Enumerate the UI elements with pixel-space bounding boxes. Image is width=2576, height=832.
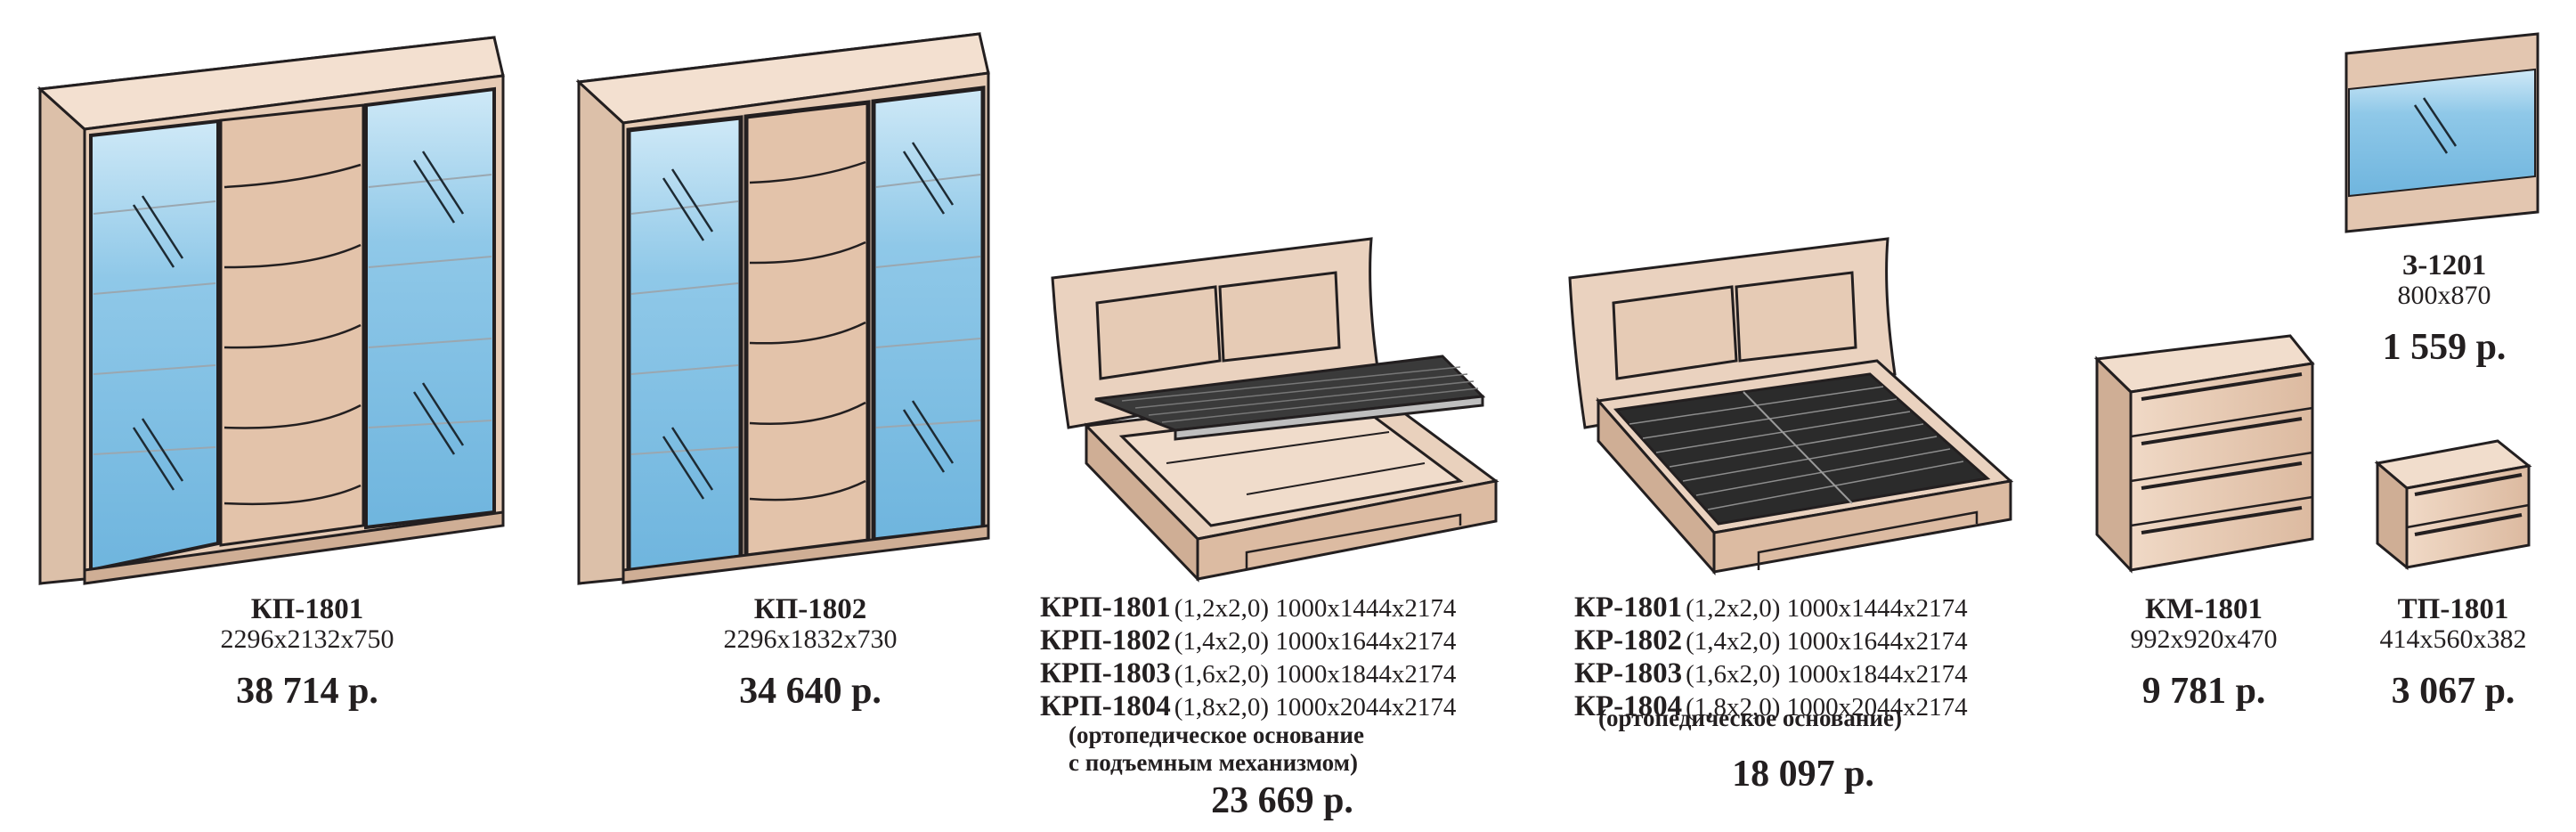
product-dims: 414х560х382 [2379, 624, 2527, 654]
product-name: КП-1802 [753, 593, 867, 625]
spec-row: КРП-1804 (1,8х2,0) 1000х2044х2174 [1040, 692, 1456, 725]
product-name: КП-1801 [250, 593, 364, 625]
product-code: КР-1801 [1574, 591, 1683, 624]
wardrobe-kp1801-image [37, 36, 505, 585]
bed-lift-note: (ортопедическое основание с подъемным ме… [1069, 722, 1364, 776]
spec-row: КР-1802 (1,4х2,0) 1000х1644х2174 [1574, 626, 1968, 659]
bed-kr-image [1568, 237, 2014, 575]
dresser-km1801-label: КМ-1801 992х920х470 9 781 р. [2092, 593, 2315, 712]
spec-row: КР-1801 (1,2х2,0) 1000х1444х2174 [1574, 593, 1968, 626]
wardrobe-kp1801-label: КП-1801 2296х2132х750 38 714 р. [169, 593, 445, 712]
product-code: КРП-1803 [1040, 657, 1171, 689]
product-size: (1,4х2,0) 1000х1644х2174 [1174, 627, 1457, 656]
wardrobe-kp1802-image [575, 32, 990, 585]
spec-row: КР-1803 (1,6х2,0) 1000х1844х2174 [1574, 659, 1968, 692]
product-size: (1,2х2,0) 1000х1444х2174 [1686, 594, 1968, 623]
mirror-z1201-image [2344, 32, 2539, 233]
product-size: (1,6х2,0) 1000х1844х2174 [1686, 660, 1968, 689]
mirror-z1201-label: З-1201 800х870 1 559 р. [2333, 249, 2556, 368]
product-price: 9 781 р. [2141, 671, 2266, 712]
product-code: КРП-1802 [1040, 624, 1171, 657]
product-dims: 2296х2132х750 [220, 624, 394, 654]
wardrobe-kp1802-label: КП-1802 2296х1832х730 34 640 р. [672, 593, 948, 712]
product-size: (1,6х2,0) 1000х1844х2174 [1174, 660, 1457, 689]
product-dims: 992х920х470 [2130, 624, 2278, 654]
product-size: (1,2х2,0) 1000х1444х2174 [1174, 594, 1457, 623]
product-size: (1,8х2,0) 1000х2044х2174 [1174, 693, 1457, 722]
product-name: З-1201 [2401, 249, 2487, 281]
spec-row: КРП-1801 (1,2х2,0) 1000х1444х2174 [1040, 593, 1456, 626]
product-name: КМ-1801 [2144, 593, 2263, 625]
note-line: (ортопедическое основание) [1598, 705, 1902, 731]
note-line: с подъемным механизмом) [1069, 749, 1359, 776]
bed-specs: КР-1801 (1,2х2,0) 1000х1444х2174 КР-1802… [1574, 593, 1968, 725]
bed-lift-krp-image [1051, 237, 1499, 583]
bed-lift-specs: КРП-1801 (1,2х2,0) 1000х1444х2174 КРП-18… [1040, 593, 1456, 725]
bed-note: (ортопедическое основание) [1598, 705, 1902, 731]
product-price: 34 640 р. [739, 671, 882, 712]
nightstand-tp1801-image [2374, 439, 2532, 571]
bed-lift-price: 23 669 р. [1211, 780, 1353, 821]
product-dims: 2296х1832х730 [723, 624, 898, 654]
spec-row: КРП-1803 (1,6х2,0) 1000х1844х2174 [1040, 659, 1456, 692]
nightstand-tp1801-label: ТП-1801 414х560х382 3 067 р. [2342, 593, 2564, 712]
product-code: КР-1802 [1574, 624, 1683, 657]
spec-row: КР-1804 (1,8х2,0) 1000х2044х2174 [1574, 692, 1968, 725]
product-price: 38 714 р. [236, 671, 378, 712]
product-code: КРП-1804 [1040, 690, 1171, 722]
product-dims: 800х870 [2397, 281, 2491, 310]
product-code: КР-1804 [1574, 690, 1683, 722]
product-code: КРП-1801 [1040, 591, 1171, 624]
spec-row: КРП-1802 (1,4х2,0) 1000х1644х2174 [1040, 626, 1456, 659]
dresser-km1801-image [2093, 334, 2315, 574]
product-price: 3 067 р. [2391, 671, 2515, 712]
product-code: КР-1803 [1574, 657, 1683, 689]
bed-price: 18 097 р. [1732, 754, 1874, 795]
product-size: (1,4х2,0) 1000х1644х2174 [1686, 627, 1968, 656]
note-line: (ортопедическое основание [1069, 722, 1364, 748]
product-name: ТП-1801 [2397, 593, 2509, 625]
product-price: 1 559 р. [2382, 327, 2507, 368]
product-size: (1,8х2,0) 1000х2044х2174 [1686, 693, 1968, 722]
